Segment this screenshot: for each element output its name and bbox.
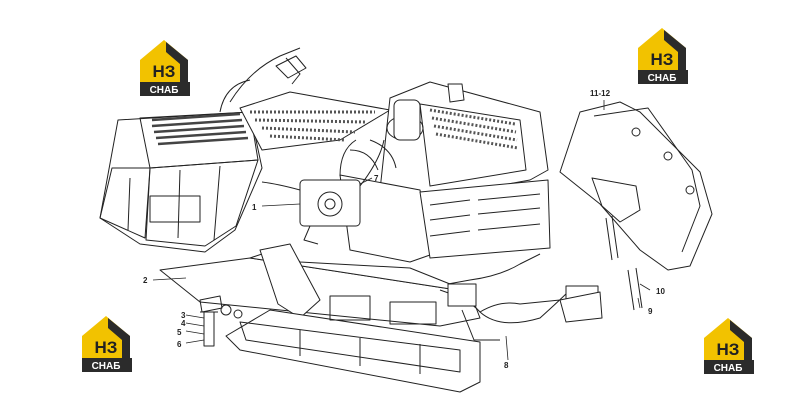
house-logo-icon [704,318,754,374]
watermark-logo-bottom-right: НЗ СНАБ [700,316,762,380]
logo-sub-text: СНАБ [149,85,179,96]
side-panels [339,174,551,263]
watermark-logo-bottom-left: НЗ СНАБ [78,314,140,378]
callout-10: 10 [656,287,665,296]
house-logo-icon [82,316,132,372]
logo-sub-text: СНАБ [713,363,743,374]
callout-7: 7 [374,174,379,183]
leader-lines [152,100,651,361]
house-logo-icon [638,28,688,84]
upper-frame [219,47,391,151]
main-chassis [159,243,481,393]
watermark-logo-top-left: НЗ СНАБ [136,38,198,102]
callout-11-12: 11-12 [590,89,611,98]
watermark-logo-top-right: НЗ СНАБ [634,26,696,90]
callout-9: 9 [648,307,653,316]
callout-4: 4 [181,319,186,328]
callout-3: 3 [181,311,186,320]
hydraulic-pump [261,139,397,245]
engine-hood [379,81,549,201]
bolt-group [200,304,243,347]
logo-sub-text: СНАБ [91,361,121,372]
logo-main-text: НЗ [94,338,118,357]
house-logo-icon [140,40,190,96]
wiring-harness [439,253,603,341]
counterweight-cover [559,101,713,271]
bolt-group-right [605,215,643,311]
logo-main-text: НЗ [650,50,674,69]
callout-6: 6 [177,340,182,349]
logo-main-text: НЗ [716,340,740,359]
callout-1: 1 [252,203,257,212]
logo-main-text: НЗ [152,62,176,81]
callout-labels: 1 2 3 4 5 7 6 8 9 10 11-12 [143,89,665,370]
cab-frame [99,111,263,253]
logo-sub-text: СНАБ [647,73,677,84]
callout-5: 5 [177,328,182,337]
callout-2: 2 [143,276,148,285]
callout-8: 8 [504,361,509,370]
